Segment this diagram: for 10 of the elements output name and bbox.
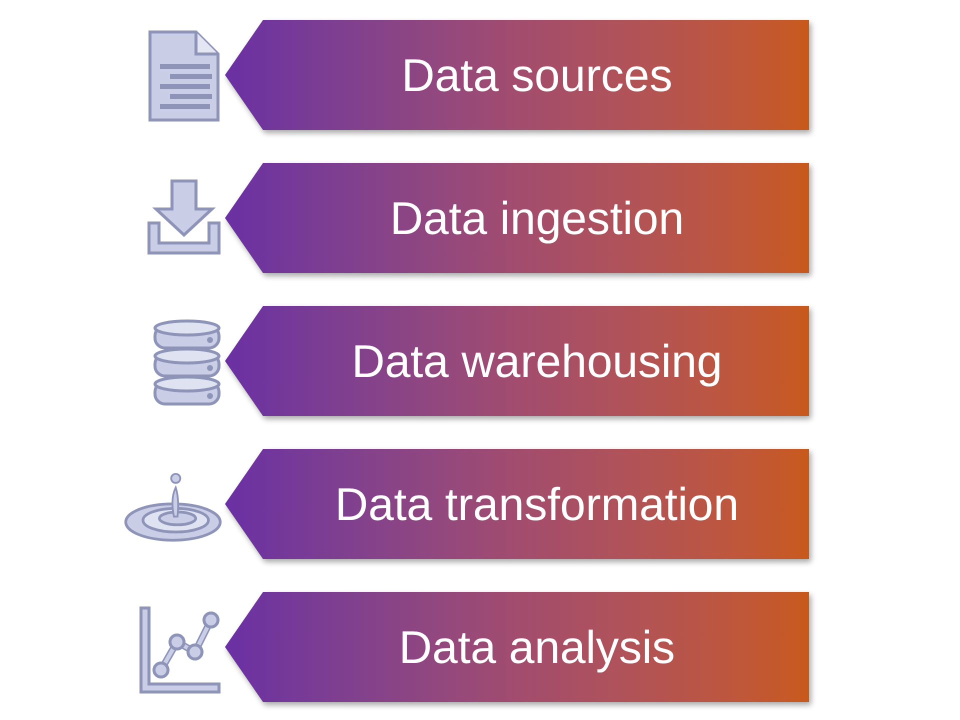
banner <box>225 20 809 130</box>
banner <box>225 306 809 416</box>
banner <box>225 163 809 273</box>
banner <box>225 449 809 559</box>
banner-label: Data sources <box>401 52 672 98</box>
banner <box>225 592 809 702</box>
banner-label: Data warehousing <box>352 338 722 384</box>
banner-label: Data analysis <box>398 624 676 670</box>
banner-label: Data transformation <box>335 481 739 527</box>
banner-label: Data ingestion <box>390 195 684 241</box>
